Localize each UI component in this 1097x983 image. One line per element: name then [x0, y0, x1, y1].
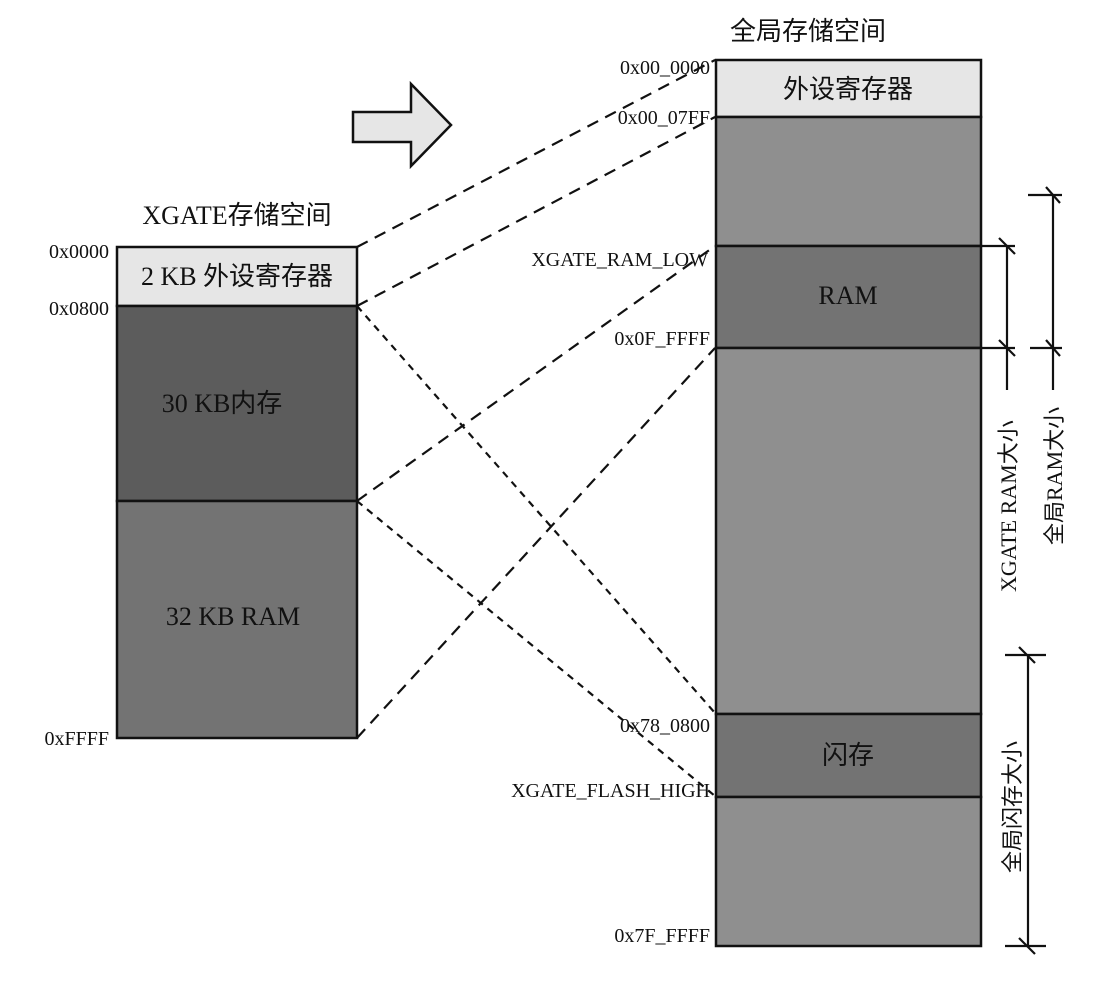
mapping-line-ram-high — [356, 347, 716, 739]
xgate-address-label: 0xFFFF — [45, 728, 110, 750]
global-block-peripheral-registers — [714, 58, 983, 119]
global-address-label: XGATE_RAM_LOW — [531, 249, 708, 271]
global-flash-size-label: 全局闪存大小 — [1000, 741, 1025, 873]
right-arrow-icon — [351, 80, 453, 170]
global-block-flash — [714, 712, 983, 799]
global-memory-column: 外设寄存器 RAM 闪存 — [714, 58, 983, 948]
xgate-address-label: 0x0000 — [49, 241, 109, 263]
xgate-memory-column: 2 KB 外设寄存器 30 KB内存 32 KB RAM — [115, 245, 359, 740]
global-block-label: RAM — [818, 281, 877, 310]
xgate-block-30kb-memory — [115, 304, 359, 503]
mapping-line-peripheral-start — [356, 59, 716, 248]
global-block-label: 外设寄存器 — [783, 75, 913, 104]
mapping-line-peripheral-end — [356, 116, 716, 307]
global-block-unmapped — [714, 346, 983, 716]
dimension-xgate-ram — [981, 237, 1016, 390]
global-address-label: 0x00_0000 — [620, 57, 710, 79]
xgate-space-title: XGATE存储空间 — [142, 201, 331, 230]
global-address-label: 0x0F_FFFF — [614, 328, 710, 350]
xgate-block-32kb-ram — [115, 499, 359, 740]
mapping-line-flash-high — [356, 500, 716, 797]
mapping-lines — [356, 59, 716, 797]
global-block-unmapped — [714, 115, 983, 248]
global-address-label: XGATE_FLASH_HIGH — [511, 780, 710, 802]
global-space-title: 全局存储空间 — [730, 17, 886, 46]
dimension-global-flash — [1005, 646, 1046, 955]
dimension-global-ram — [1028, 186, 1062, 390]
global-address-label: 0x78_0800 — [620, 715, 710, 737]
xgate-block-label: 30 KB内存 — [162, 389, 283, 418]
mapping-line-ram-low — [356, 245, 716, 502]
global-address-label: 0x00_07FF — [618, 107, 710, 129]
global-block-unmapped — [714, 795, 983, 948]
xgate-block-label: 2 KB 外设寄存器 — [141, 262, 333, 291]
global-address-label: 0x7F_FFFF — [614, 925, 710, 947]
mapping-line-flash-low — [356, 305, 716, 714]
xgate-ram-size-label: XGATE RAM大小 — [996, 420, 1021, 592]
global-ram-size-label: 全局RAM大小 — [1042, 407, 1067, 545]
global-block-label: 闪存 — [822, 741, 874, 770]
xgate-block-label: 32 KB RAM — [166, 602, 300, 631]
xgate-block-peripheral-registers — [115, 245, 359, 308]
xgate-address-label: 0x0800 — [49, 298, 109, 320]
